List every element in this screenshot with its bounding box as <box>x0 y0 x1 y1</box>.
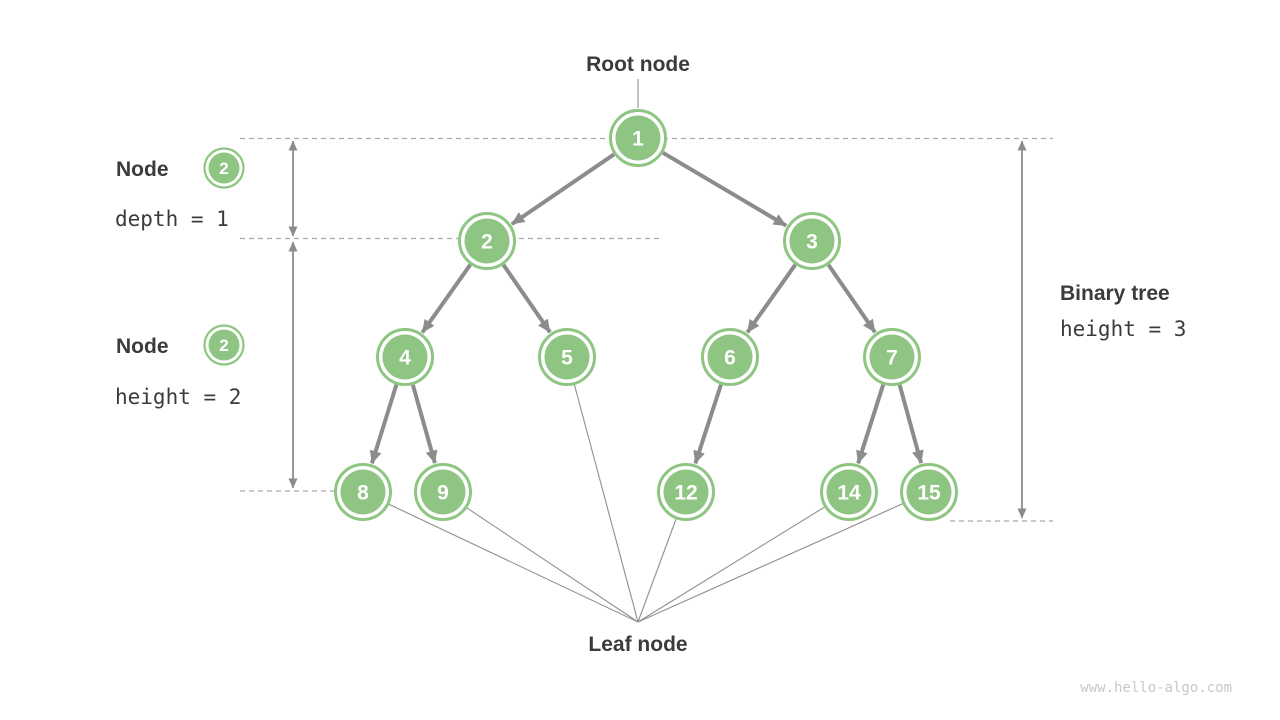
node-fill <box>663 469 709 515</box>
badge-fill <box>208 329 240 361</box>
node-fill <box>615 115 661 161</box>
node-value: 14 <box>837 482 861 505</box>
edge-2-5 <box>501 263 552 334</box>
node-fill <box>789 218 835 264</box>
edge-3-7 <box>826 263 877 334</box>
node-value: 12 <box>674 482 697 505</box>
leaf-node-label: Leaf node <box>588 633 687 656</box>
tree-node-8: 8 <box>334 463 392 521</box>
node-value: 8 <box>357 482 369 505</box>
node-value: 4 <box>399 347 411 370</box>
node-fill <box>906 469 952 515</box>
badge-value: 2 <box>219 336 228 355</box>
depth-annotation: Node 2 depth = 1 <box>115 147 245 231</box>
leaf-pointer-line-8 <box>388 503 639 623</box>
edge-3-6 <box>745 263 797 334</box>
tree-node-3: 3 <box>783 212 841 270</box>
edge-7-14 <box>856 383 886 465</box>
root-node-label: Root node <box>586 53 690 76</box>
tree-height-annotation: Binary tree height = 3 <box>1060 282 1186 341</box>
leaf-pointer-line-14 <box>637 506 825 623</box>
node-fill <box>464 218 510 264</box>
node-fill <box>544 334 590 380</box>
node-height-annotation-title: Node <box>116 335 169 358</box>
tree-height-annotation-title: Binary tree <box>1060 282 1170 305</box>
leaf-pointer-line-12 <box>637 519 677 623</box>
tree-node-12: 12 <box>657 463 715 521</box>
node-value: 3 <box>806 231 818 254</box>
badge-fill <box>208 152 240 184</box>
edge-4-8 <box>369 384 399 464</box>
depth-annotation-formula: depth = 1 <box>115 207 229 231</box>
node-value: 6 <box>724 347 736 370</box>
node-value: 15 <box>917 482 941 505</box>
edge-1-2 <box>510 152 616 226</box>
edge-4-9 <box>410 384 438 464</box>
tree-node-4: 4 <box>376 328 434 386</box>
node-value: 9 <box>437 482 449 505</box>
tree-node-5: 5 <box>538 328 596 386</box>
tree-node-14: 14 <box>820 463 878 521</box>
node-fill <box>869 334 915 380</box>
node-value: 7 <box>886 347 898 370</box>
edge-7-15 <box>897 384 924 464</box>
tree-node-15: 15 <box>900 463 958 521</box>
badge-value: 2 <box>219 159 228 178</box>
edge-6-12 <box>693 383 723 465</box>
node-fill <box>707 334 753 380</box>
tree-node-9: 9 <box>414 463 472 521</box>
node-fill <box>420 469 466 515</box>
leaf-pointer-line-15 <box>637 503 903 623</box>
node-height-annotation-formula: height = 2 <box>115 385 241 409</box>
depth-annotation-badge: 2 <box>203 147 245 189</box>
edge-2-4 <box>420 263 472 334</box>
node-fill <box>340 469 386 515</box>
tree-node-7: 7 <box>863 328 921 386</box>
depth-annotation-title: Node <box>116 158 169 181</box>
tree-node-1: 1 <box>609 109 667 167</box>
node-fill <box>382 334 428 380</box>
tree-node-6: 6 <box>701 328 759 386</box>
leaf-pointer-line-9 <box>466 507 639 623</box>
watermark: www.hello-algo.com <box>1080 680 1232 696</box>
node-value: 5 <box>561 347 573 370</box>
edge-1-3 <box>661 151 788 228</box>
node-height-annotation-badge: 2 <box>203 324 245 366</box>
node-height-annotation: Node 2 height = 2 <box>115 324 245 409</box>
tree-node-2: 2 <box>458 212 516 270</box>
node-value: 2 <box>481 231 493 254</box>
leaf-pointer-line-5 <box>573 384 639 623</box>
node-value: 1 <box>632 128 644 151</box>
node-fill <box>826 469 872 515</box>
tree-height-annotation-formula: height = 3 <box>1060 317 1186 341</box>
